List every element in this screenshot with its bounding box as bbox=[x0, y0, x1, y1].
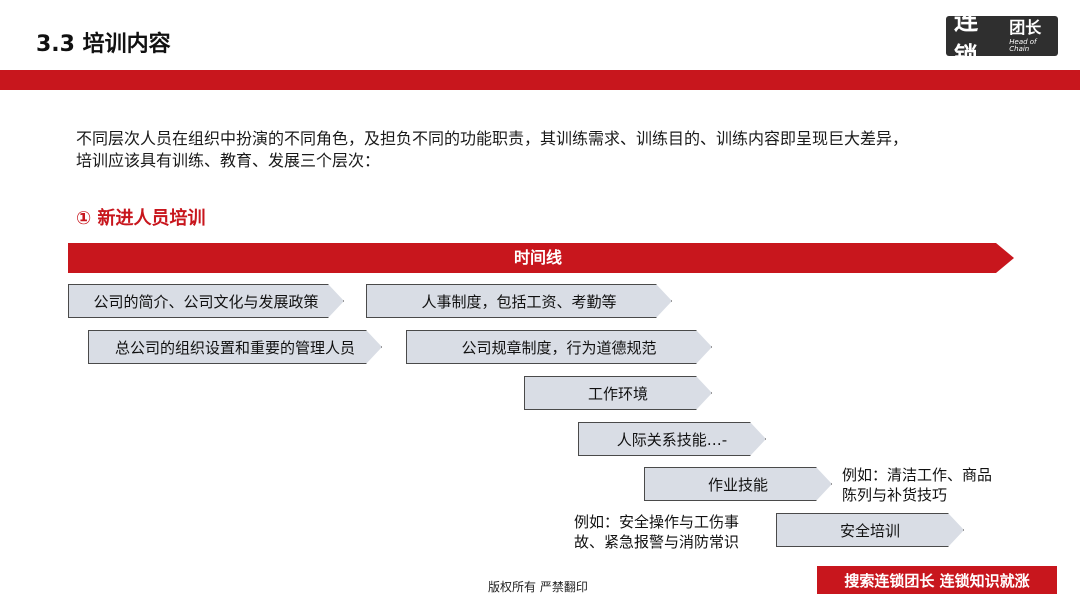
note-line: 例如：安全操作与工伤事 bbox=[574, 513, 740, 531]
step-label: 总公司的组织设置和重要的管理人员 bbox=[114, 338, 355, 357]
step-org-structure: 总公司的组织设置和重要的管理人员 bbox=[88, 330, 382, 364]
step-label: 人事制度，包括工资、考勤等 bbox=[421, 292, 617, 311]
intro-line-1: 不同层次人员在组织中扮演的不同角色，及担负不同的功能职责，其训练需求、训练目的、… bbox=[76, 129, 909, 148]
step-work-environment: 工作环境 bbox=[524, 376, 712, 410]
note-safety-training: 例如：安全操作与工伤事 故、紧急报警与消防常识 bbox=[574, 512, 739, 552]
step-company-intro: 公司的简介、公司文化与发展政策 bbox=[68, 284, 344, 318]
step-label: 工作环境 bbox=[587, 384, 648, 403]
note-line: 例如：清洁工作、商品 bbox=[842, 466, 993, 484]
logo-main-text: 连锁 bbox=[954, 7, 979, 70]
step-company-rules: 公司规章制度，行为道德规范 bbox=[406, 330, 712, 364]
step-label: 作业技能 bbox=[707, 475, 768, 494]
header-red-band bbox=[0, 70, 1080, 90]
step-hr-policy: 人事制度，包括工资、考勤等 bbox=[366, 284, 672, 318]
promo-banner: 搜索连锁团长 连锁知识就涨 bbox=[817, 566, 1057, 594]
step-label: 公司规章制度，行为道德规范 bbox=[461, 338, 657, 357]
step-label: 人际关系技能…- bbox=[616, 430, 728, 449]
brand-logo: 连锁 团长 Head of Chain bbox=[946, 7, 1058, 70]
timeline-label: 时间线 bbox=[513, 248, 562, 267]
step-operation-skills: 作业技能 bbox=[644, 467, 832, 501]
step-label: 公司的简介、公司文化与发展政策 bbox=[93, 292, 319, 311]
timeline-arrow-shape bbox=[68, 243, 1014, 273]
timeline-arrow: 时间线 bbox=[68, 243, 1014, 273]
note-line: 故、紧急报警与消防常识 bbox=[574, 533, 740, 551]
intro-line-2: 培训应该具有训练、教育、发展三个层次： bbox=[76, 151, 381, 170]
page-title: 3.3 培训内容 bbox=[36, 32, 171, 57]
logo-cn-small: 团长 bbox=[1009, 17, 1042, 37]
logo-en-small: Head of Chain bbox=[1009, 37, 1037, 53]
intro-paragraph: 不同层次人员在组织中扮演的不同角色，及担负不同的功能职责，其训练需求、训练目的、… bbox=[76, 128, 1036, 172]
logo-side: 团长 Head of Chain bbox=[1009, 17, 1058, 53]
section-title: ① 新进人员培训 bbox=[76, 208, 206, 229]
note-line: 陈列与补货技巧 bbox=[842, 486, 948, 504]
step-interpersonal-skills: 人际关系技能…- bbox=[578, 422, 766, 456]
copyright-text: 版权所有 严禁翻印 bbox=[488, 580, 588, 594]
note-operation-skills: 例如：清洁工作、商品 陈列与补货技巧 bbox=[842, 465, 992, 505]
step-safety-training: 安全培训 bbox=[776, 513, 964, 547]
step-label: 安全培训 bbox=[839, 521, 900, 540]
